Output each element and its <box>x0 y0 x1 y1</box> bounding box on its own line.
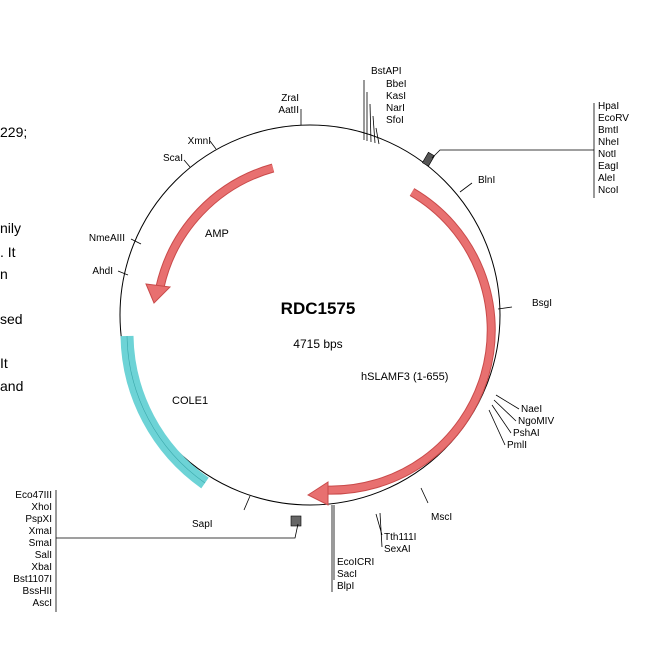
site-xhoi: XhoI <box>31 502 52 513</box>
site-pspxi: PspXI <box>25 514 52 525</box>
site-ecoicri: EcoICRI <box>337 557 374 568</box>
site-bmti: BmtI <box>598 125 619 136</box>
site-bsshii: BssHII <box>23 586 52 597</box>
plasmid-name: RDC1575 <box>281 299 356 318</box>
site-msci: MscI <box>431 512 452 523</box>
site-sfoi: SfoI <box>386 115 404 126</box>
site-scai: ScaI <box>163 153 183 164</box>
side-text-5: sed <box>0 311 23 327</box>
site-eco47iii: Eco47III <box>15 490 52 501</box>
site-alei: AleI <box>598 173 615 184</box>
plasmid-size: 4715 bps <box>293 337 342 351</box>
site-xmai: XmaI <box>29 526 52 537</box>
side-text-2: nily <box>0 220 22 236</box>
site-saci: SacI <box>337 569 357 580</box>
site-xmni: XmnI <box>188 136 211 147</box>
site-kasi: KasI <box>386 91 406 102</box>
site-bst1107i: Bst1107I <box>13 574 52 585</box>
side-text-4: n <box>0 266 8 282</box>
site-noti: NotI <box>598 149 616 160</box>
site-zrai: ZraI <box>281 93 299 104</box>
site-asci: AscI <box>33 598 52 609</box>
feature-cole1-outline <box>126 335 206 484</box>
feature-hslamf3-arrowhead <box>306 481 329 506</box>
feature-hslamf3-arc-fill <box>324 188 495 494</box>
site-tth111i: Tth111I <box>384 532 416 543</box>
site-ecorv: EcoRV <box>598 113 629 124</box>
site-nhei: NheI <box>598 137 619 148</box>
site-ahdi: AhdI <box>92 266 113 277</box>
site-smai: SmaI <box>29 538 52 549</box>
feature-cole1-label: COLE1 <box>172 395 208 407</box>
site-aatii: AatII <box>278 105 299 116</box>
site-bsgi: BsgI <box>532 298 552 309</box>
site-bbei: BbeI <box>386 79 407 90</box>
site-sali: SalI <box>35 550 52 561</box>
mcs-marker-top <box>421 151 435 167</box>
site-sapi: SapI <box>192 519 213 530</box>
site-xbai: XbaI <box>31 562 52 573</box>
site-pmli: PmlI <box>507 440 527 451</box>
feature-hslamf3-arc <box>324 188 496 495</box>
plasmid-backbone <box>119 124 501 506</box>
site-naei: NaeI <box>521 404 542 415</box>
site-blni: BlnI <box>478 175 495 186</box>
feature-amp-arc-fill <box>156 164 274 288</box>
site-nari: NarI <box>386 103 405 114</box>
site-blpi: BlpI <box>337 581 354 592</box>
site-pshai: PshAI <box>513 428 540 439</box>
feature-amp-arrowhead <box>145 283 172 304</box>
side-text-3: . It <box>0 244 16 260</box>
site-ncoi: NcoI <box>598 185 619 196</box>
site-sexai: SexAI <box>384 544 411 555</box>
side-text-1: 229; <box>0 124 28 140</box>
site-hpai: HpaI <box>598 101 619 112</box>
site-nmeaiii: NmeAIII <box>89 233 125 244</box>
site-bstapi: BstAPI <box>371 66 402 77</box>
side-text-6: It <box>0 355 8 371</box>
site-eagi: EagI <box>598 161 619 172</box>
mcs-marker-bottom <box>290 515 302 527</box>
side-text-7: and <box>0 378 24 394</box>
site-ngomiv: NgoMIV <box>518 416 554 427</box>
feature-cole1-arc <box>120 335 209 489</box>
feature-hslamf3-label: hSLAMF3 (1-655) <box>361 371 448 383</box>
feature-amp-label: AMP <box>205 228 229 240</box>
